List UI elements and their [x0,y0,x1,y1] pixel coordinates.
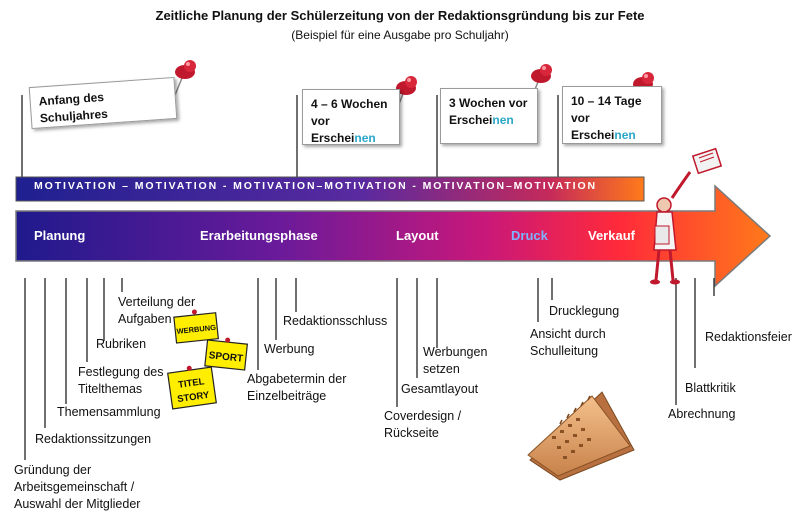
pin-icon [172,60,196,101]
step-redaktionsfeier: Redaktionsfeier [705,330,792,344]
step-abgabetermin: Abgabetermin der Einzelbeiträge [247,372,347,403]
phase-verkauf: Verkauf [588,228,635,243]
card-2-line2: vor Erscheinen [311,114,376,145]
step-redaktionssitzungen: Redaktionssitzungen [35,432,152,446]
page-subtitle: (Beispiel für eine Ausgabe pro Schuljahr… [291,28,509,42]
step-rubriken: Rubriken [96,337,147,351]
phase-planung: Planung [34,228,86,243]
sign-story-text: STORY [177,390,211,405]
step-festlegung: Festlegung des Titelthemas [78,365,164,396]
titelstory-sign-icon: TITEL STORY [167,365,217,410]
motivation-bar [15,176,645,202]
sign-sport-text: SPORT [208,350,243,365]
calendar-icon [527,391,635,481]
lower-ticks [24,278,715,460]
step-themensammlung: Themensammlung [57,405,161,419]
sign-titel-text: TITEL [178,376,206,391]
step-werbung: Werbung [264,342,315,356]
sign-werbung-text: WERBUNG [176,323,216,336]
step-blattkritik: Blattkritik [685,381,736,395]
upper-ticks [21,95,559,178]
step-abrechnung: Abrechnung [668,407,736,421]
phase-druck: Druck [511,228,548,243]
step-redaktionsschluss: Redaktionsschluss [283,314,388,328]
card-2-line1: 4 – 6 Wochen [311,97,388,111]
phase-layout: Layout [396,228,439,243]
step-coverdesign: Coverdesign / Rückseite [384,409,462,440]
step-drucklegung: Drucklegung [549,304,620,318]
step-gruendung: Gründung der Arbeitsgemeinschaft / Auswa… [14,463,141,511]
card-4-6-wochen: 4 – 6 Wochen vor Erscheinen [302,89,400,145]
card-3-line1: 3 Wochen vor [449,96,528,110]
timeline-arrow [15,184,772,288]
newspaper-seller-icon [650,147,723,285]
phase-erarbeitung: Erarbeitungsphase [200,228,318,243]
page-title: Zeitliche Planung der Schülerzeitung von… [155,8,645,23]
card-anfang-text: Anfang des Schuljahres [38,89,109,126]
step-werbungen-setzen: Werbungen setzen [423,345,488,376]
card-3-wochen: 3 Wochen vor Erscheinen [440,88,538,144]
card-3-line2: Erscheinen [449,113,514,127]
motivation-text: MOTIVATION – MOTIVATION - MOTIVATION–MOT… [34,180,598,192]
card-4-line1: 10 – 14 Tage [571,94,642,108]
step-ansicht: Ansicht durch Schulleitung [530,327,606,358]
werbung-sign-icon: WERBUNG [173,309,220,344]
sport-sign-icon: SPORT [204,337,249,371]
card-10-14-tage: 10 – 14 Tage vor Erscheinen [562,86,662,144]
card-4-line2: vor Erscheinen [571,111,636,142]
step-verteilung: Verteilung der Aufgaben [118,295,196,326]
step-gesamtlayout: Gesamtlayout [401,382,479,396]
